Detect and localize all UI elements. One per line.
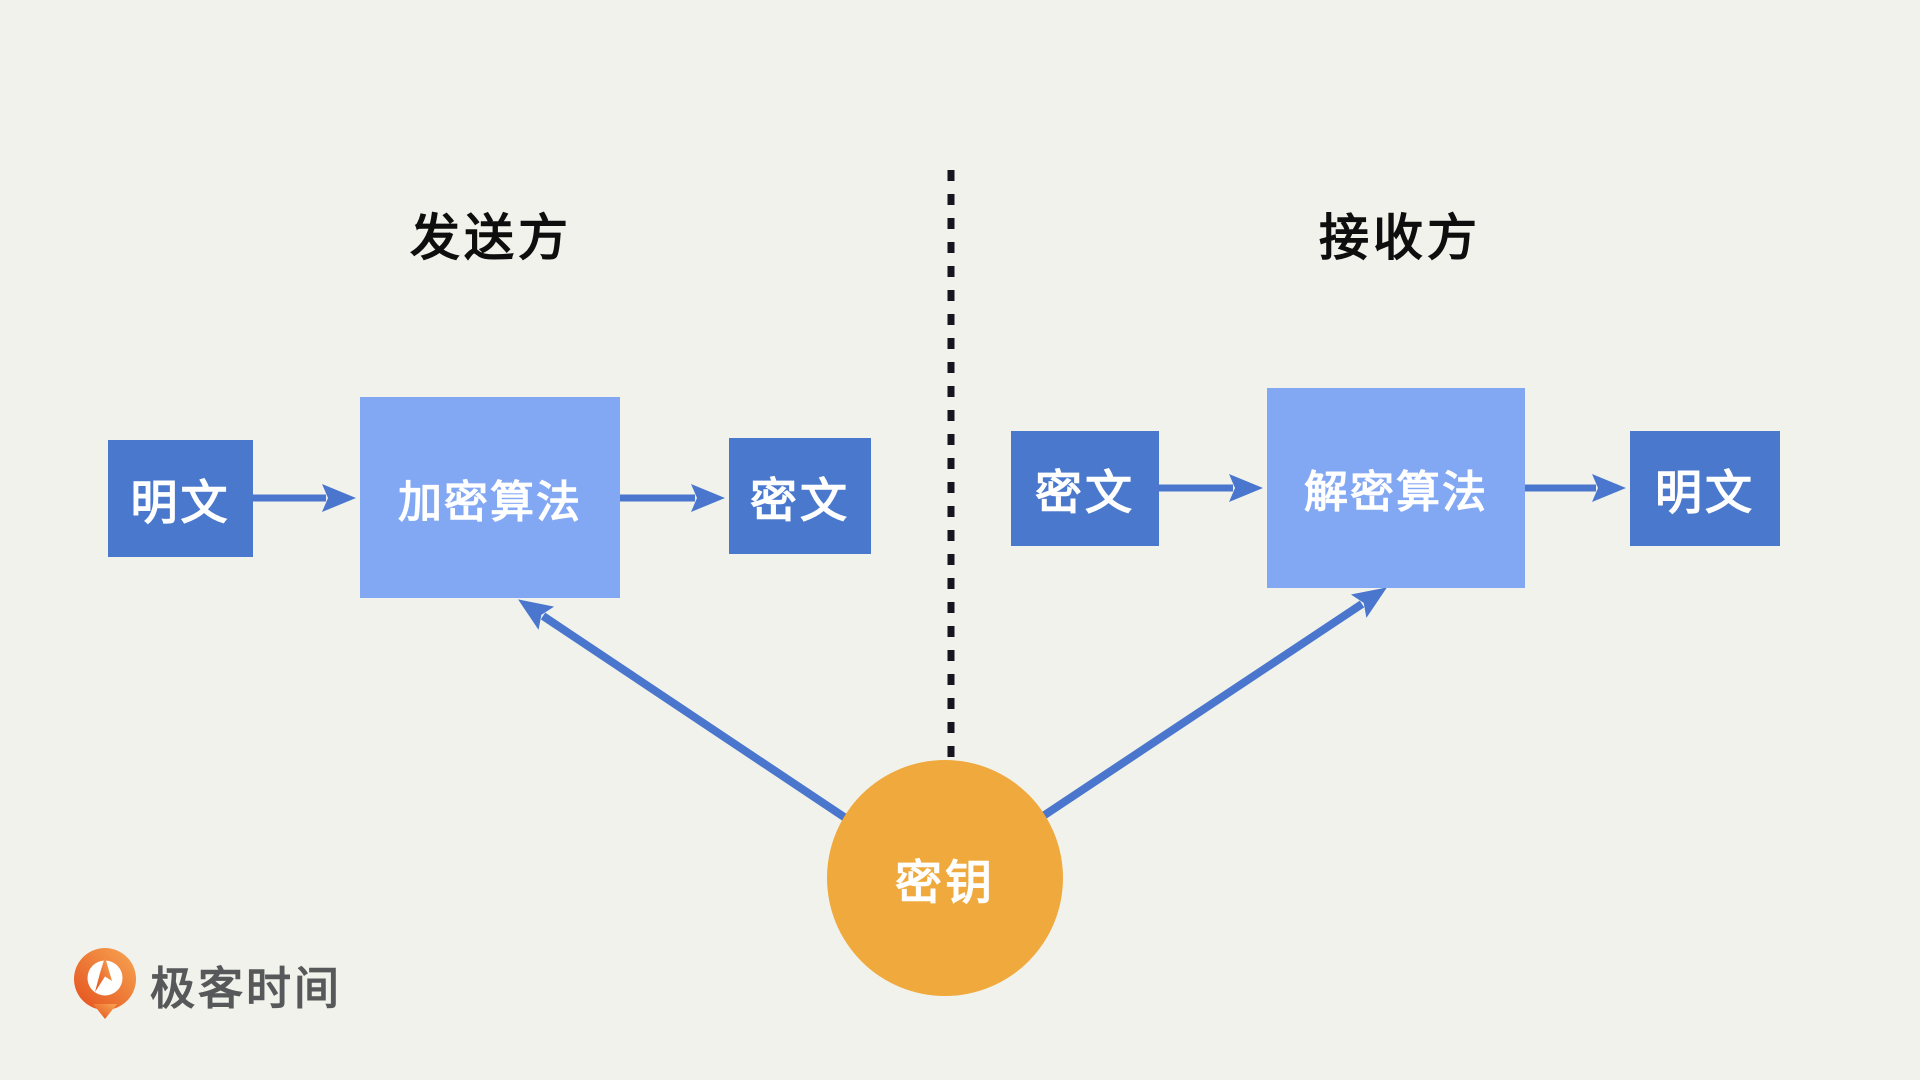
geektime-logo-icon <box>74 948 136 1019</box>
receiver-section-title: 接收方 <box>1319 210 1481 266</box>
geektime-logo-text: 极客时间 <box>150 962 343 1014</box>
sender-section-title: 发送方 <box>410 210 572 266</box>
node-decrypt-algorithm: 解密算法 <box>1267 388 1525 588</box>
node-plaintext-sender: 明文 <box>108 440 253 557</box>
node-plaintext-receiver: 明文 <box>1630 431 1780 546</box>
geektime-logo: 极客时间 <box>72 948 342 1020</box>
key-node-label: 密钥 <box>895 855 995 909</box>
key-node: 密钥 <box>827 760 1063 996</box>
arrow-key-to-decrypt <box>1007 587 1387 842</box>
node-ciphertext-receiver: 密文 <box>1011 431 1159 546</box>
node-encrypt-algorithm: 加密算法 <box>360 397 620 598</box>
node-ciphertext-sender: 密文 <box>729 438 871 554</box>
arrow-key-to-encrypt <box>518 599 883 845</box>
